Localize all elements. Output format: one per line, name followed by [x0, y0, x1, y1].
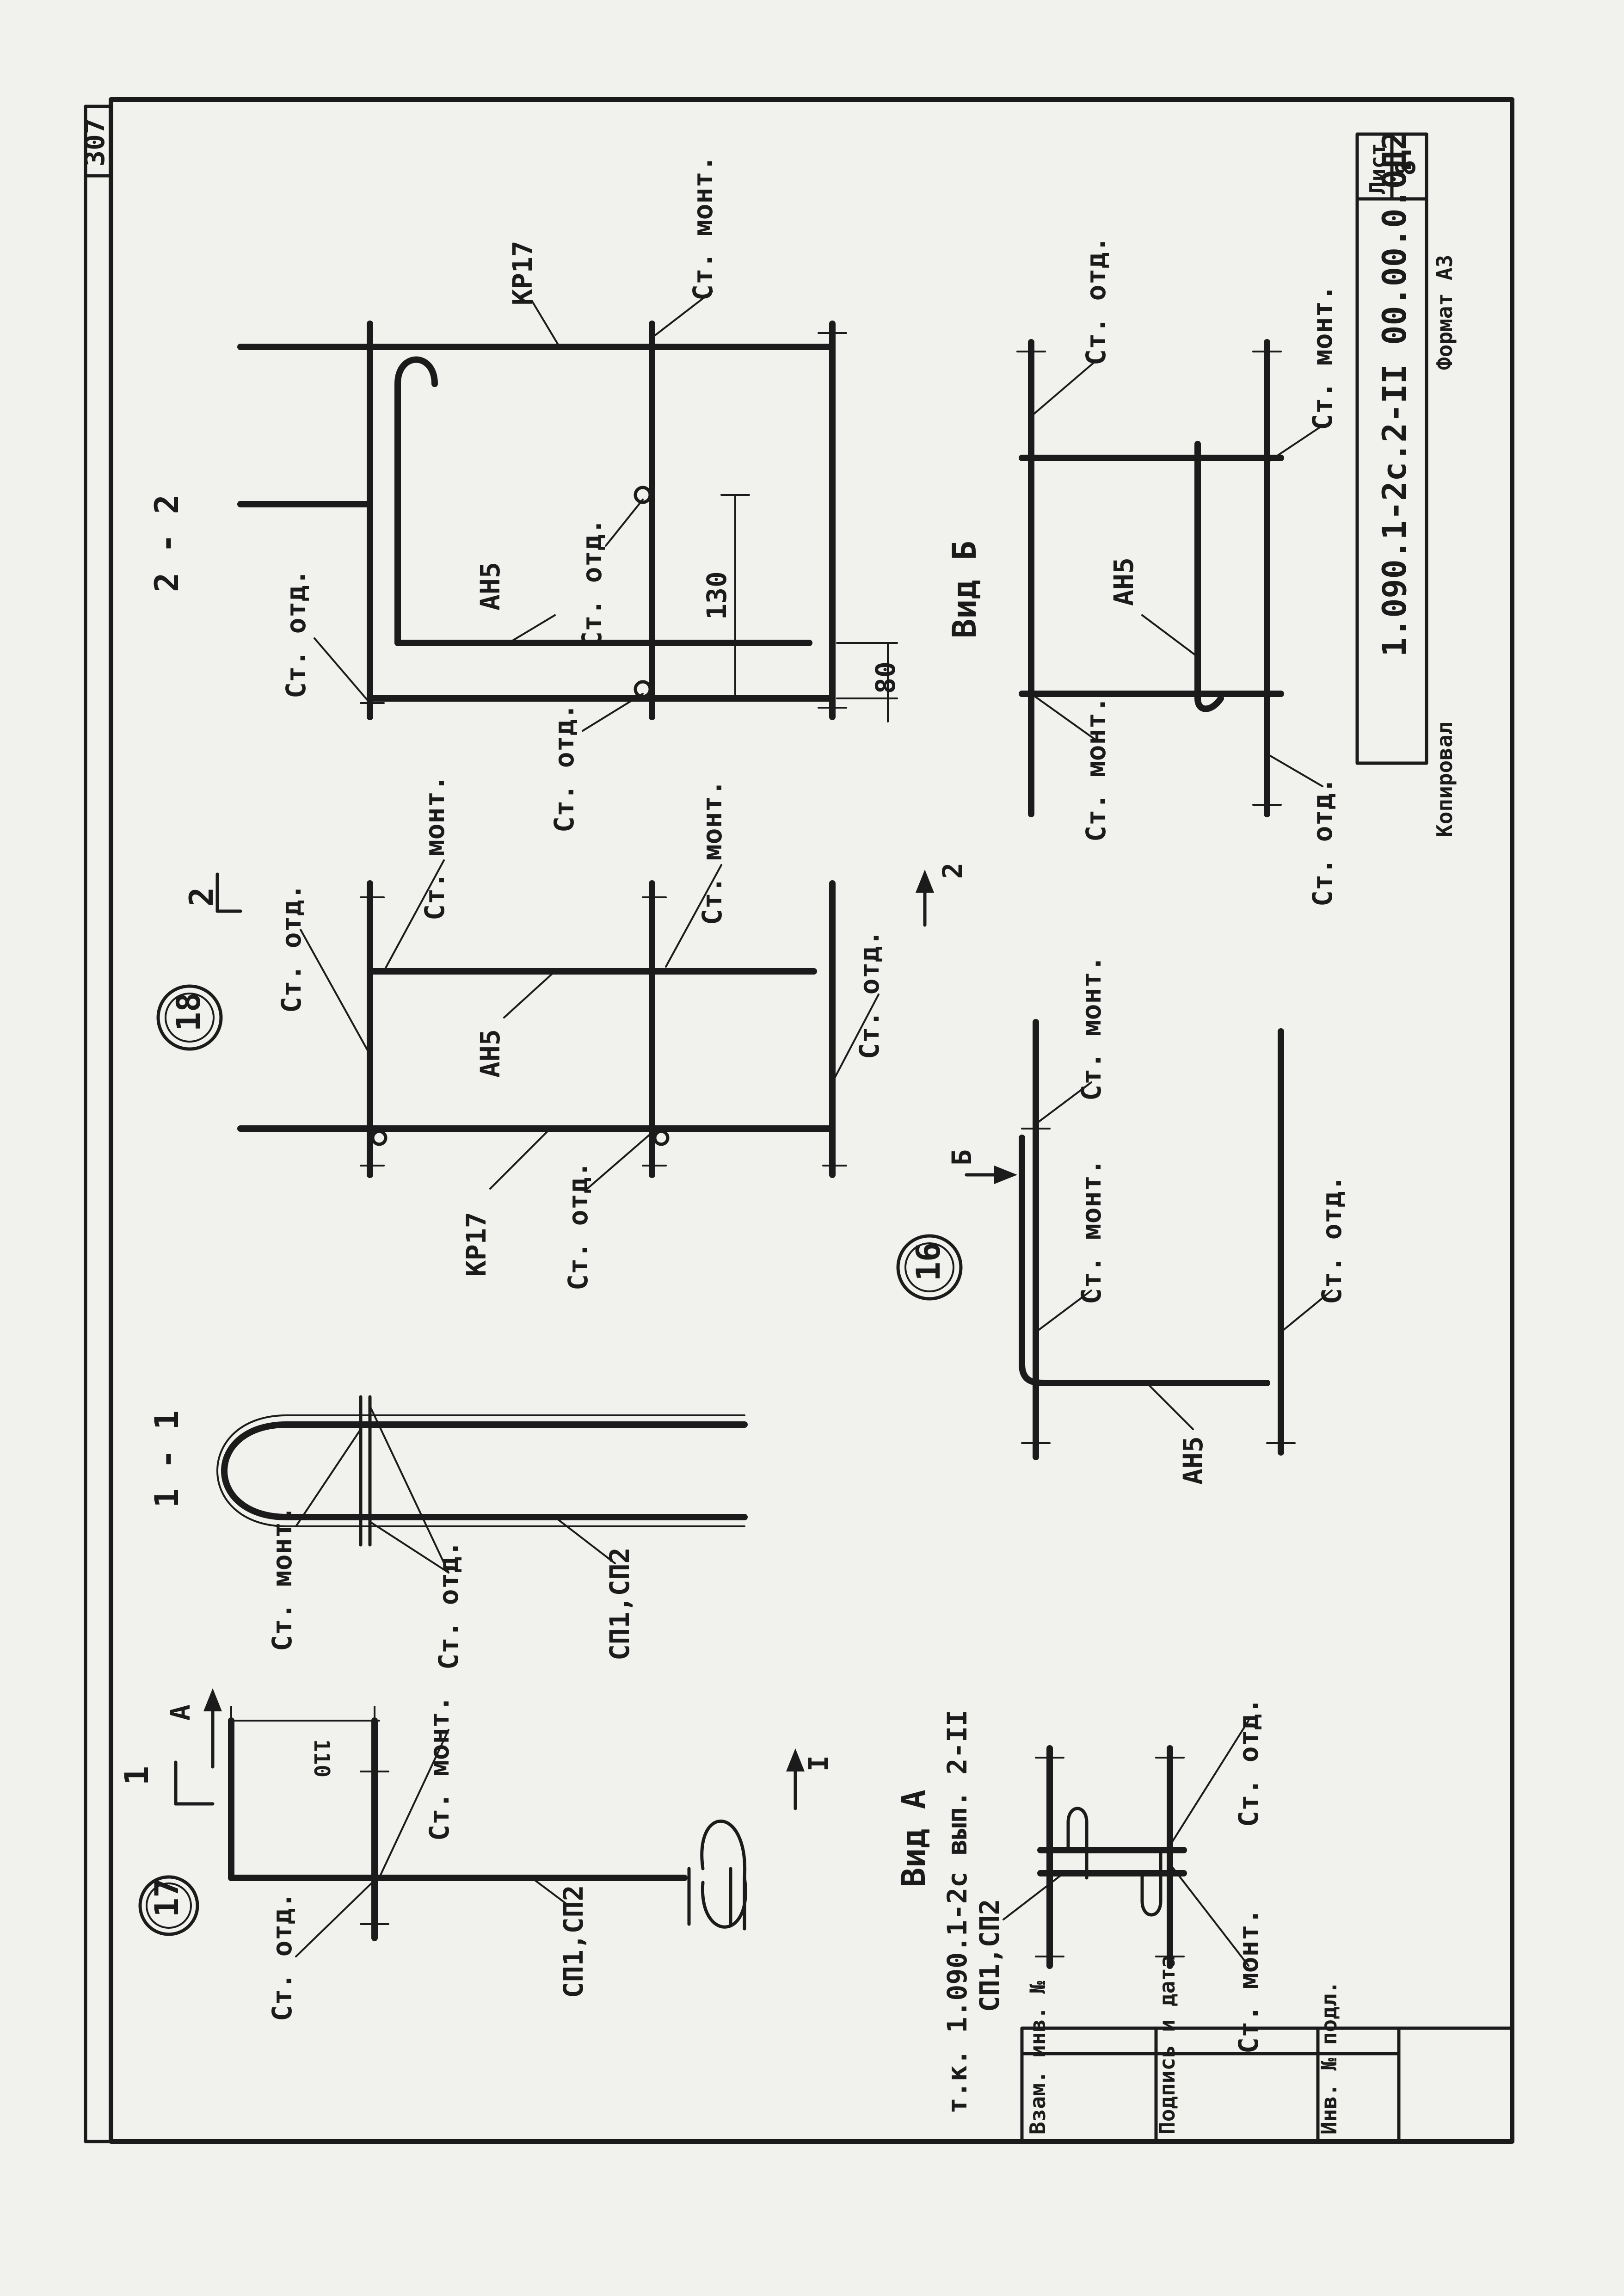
- node16-an5: АН5: [1177, 1436, 1209, 1485]
- stamp-inv: Взам. инв. №: [1025, 1981, 1050, 2135]
- node17-drawing: [138, 1688, 805, 1957]
- format-label: Формат А3: [1432, 255, 1457, 370]
- viewB-st-mont-low: Ст. монт.: [1080, 697, 1112, 842]
- viewA-st-otd: Ст. отд.: [1233, 1698, 1264, 1827]
- stamp-sign: Подпись и дата: [1155, 1955, 1180, 2135]
- node16-drawing: [896, 1019, 1333, 1460]
- viewB-st-otd-top: Ст. отд.: [1080, 236, 1112, 365]
- node16-st-mont-mid: Ст. монт.: [1076, 1159, 1107, 1304]
- node17-marker: 17: [148, 1878, 186, 1917]
- sheet-number: 8: [1390, 160, 1421, 176]
- section22-st-otd-mid: Ст. отд.: [576, 518, 608, 648]
- section22-dim1: 130: [701, 571, 732, 620]
- node17-st-otd: Ст. отд.: [266, 1892, 298, 2021]
- node18-drawing: [156, 859, 934, 1190]
- viewB-st-otd-low: Ст. отд.: [1307, 778, 1338, 907]
- node17-sp: СП1,СП2: [558, 1885, 589, 1998]
- node16-view-label: Б: [946, 1149, 978, 1166]
- section22-drawing: [237, 290, 898, 732]
- section11-sp: СП1,СП2: [604, 1548, 635, 1660]
- node17-dim: 110: [309, 1739, 334, 1778]
- section22-dim2: 80: [870, 661, 901, 694]
- viewB-title: Вид Б: [946, 541, 984, 638]
- viewB-st-mont-top: Ст. монт.: [1307, 285, 1338, 430]
- section11-st-mont: Ст. монт.: [266, 1506, 298, 1651]
- viewA-sp: СП1,СП2: [974, 1899, 1005, 2012]
- section11-st-otd: Ст. отд.: [433, 1541, 464, 1670]
- node18-cut2-label: 2: [937, 863, 968, 879]
- section22-an5: АН5: [474, 562, 506, 611]
- section11-drawing: [216, 1395, 748, 1574]
- viewA-st-mont: Ст. монт.: [1233, 1908, 1264, 2054]
- sheet-label: Лист: [1365, 143, 1390, 194]
- sheet-frame: [84, 97, 1514, 2144]
- section22-st-mont: Ст. монт.: [687, 155, 719, 301]
- node18-kr17: КР17: [461, 1212, 492, 1277]
- viewA-title: Вид А: [895, 1790, 933, 1887]
- checked-label: Копировал: [1432, 722, 1457, 837]
- corner-number: 307: [79, 118, 111, 167]
- node18-marker: 18: [170, 993, 208, 1031]
- node17-view-label: А: [165, 1704, 196, 1721]
- stamp-area: [1020, 2026, 1514, 2143]
- section22-st-otd-low: Ст. отд.: [548, 704, 580, 833]
- node18-st-otd-top: Ст. отд.: [276, 884, 307, 1013]
- node18-st-otd-low: Ст. отд.: [854, 930, 885, 1059]
- viewA-drawing: [1003, 1720, 1249, 1969]
- node16-marker: 16: [910, 1242, 947, 1281]
- node17-cut-label: 1: [118, 1766, 156, 1785]
- node18-st-mont-top: Ст. монт.: [419, 775, 450, 920]
- node18-st-otd-mid: Ст. отд.: [562, 1161, 594, 1290]
- section22-kr17: КР17: [507, 241, 538, 305]
- title-block: [1355, 132, 1428, 765]
- section22-title: 2 - 2: [148, 494, 186, 592]
- viewB-drawing: [1016, 339, 1323, 817]
- stamp-podl: Инв. № подл.: [1316, 1981, 1341, 2135]
- node17-st-mont: Ст. монт.: [424, 1696, 455, 1841]
- doc-code: 1.090.1-2с.2-II 00.00.0.0Д2: [1376, 130, 1414, 657]
- node16-st-otd: Ст. отд.: [1316, 1175, 1347, 1304]
- section11-title: 1 - 1: [148, 1410, 186, 1508]
- node16-st-mont-top: Ст. монт.: [1076, 956, 1107, 1101]
- node17-cut2-label: I: [803, 1755, 834, 1771]
- section22-st-otd-top: Ст. отд.: [280, 569, 312, 698]
- node18-an5: АН5: [474, 1029, 506, 1078]
- node18-cut-label: 2: [183, 887, 221, 907]
- node18-st-mont-mid: Ст. монт.: [696, 780, 728, 925]
- side-note: т.к. 1.090.1-2с вып. 2-II: [941, 1710, 973, 2114]
- viewB-an5: АН5: [1108, 557, 1139, 606]
